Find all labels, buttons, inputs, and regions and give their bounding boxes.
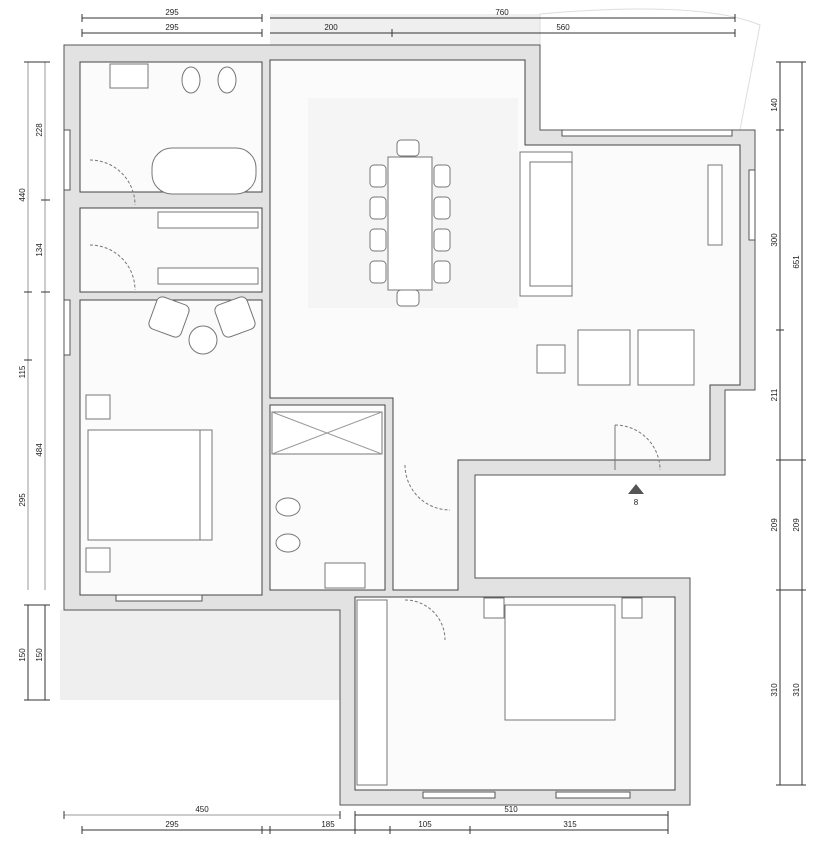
dimension-label: 185: [321, 820, 335, 829]
dimension-label: 211: [770, 388, 779, 401]
dimension-label: 760: [495, 8, 509, 17]
armchair: [214, 296, 256, 338]
dimension-label: 134: [35, 243, 44, 257]
tv-unit: [707, 164, 723, 246]
section-marker-label: 8: [634, 498, 639, 507]
armchair: [637, 329, 695, 386]
dimension-label: 228: [35, 123, 44, 137]
dimension-label: 209: [770, 518, 779, 532]
toilet: [181, 66, 201, 94]
vanity: [157, 211, 259, 229]
armchair: [577, 329, 631, 386]
dimension-label: 310: [792, 683, 801, 697]
dimension-label: 510: [504, 805, 518, 814]
dimension-label: 651: [792, 255, 801, 269]
dimension-label: 150: [35, 648, 44, 662]
nightstand: [621, 597, 643, 619]
nightstand: [483, 597, 505, 619]
dimension-label: 450: [195, 805, 209, 814]
vanity-2: [157, 267, 259, 285]
dimensions-right: 140 300 211 209 310 651 209 310: [770, 61, 806, 786]
furniture: [85, 63, 723, 786]
sink: [109, 63, 149, 89]
dining-table: [387, 156, 433, 291]
doors: [89, 159, 661, 641]
toilet: [275, 497, 301, 517]
dimension-label: 115: [18, 365, 27, 378]
bed-left: [87, 429, 213, 541]
dimension-label: 105: [418, 820, 432, 829]
section-marker: 8: [628, 484, 644, 507]
dimension-label: 440: [18, 188, 27, 202]
bed-bottom: [504, 604, 616, 721]
dimension-label: 315: [563, 820, 577, 829]
dimension-label: 295: [165, 23, 179, 32]
dimension-label: 150: [18, 648, 27, 662]
nightstand: [85, 394, 111, 420]
dimensions-bottom: 450 510 295 185 105 315: [63, 805, 669, 834]
wardrobe: [356, 599, 388, 786]
dimension-label: 484: [35, 443, 44, 457]
windows: [63, 129, 756, 799]
dining-chairs: [369, 139, 451, 307]
dimensions-left: 440 115 295 150 228 134 484 150: [18, 61, 50, 701]
dimension-label: 310: [770, 683, 779, 697]
dimensions-top: 295 760 295 200 560: [81, 8, 736, 37]
dimension-label: 140: [770, 98, 779, 112]
dimension-label: 200: [324, 23, 338, 32]
sink: [324, 562, 366, 589]
dimension-label: 295: [165, 8, 179, 17]
dimension-label: 295: [165, 820, 179, 829]
nightstand: [85, 547, 111, 573]
bidet: [275, 533, 301, 553]
dimension-label: 300: [770, 233, 779, 247]
coffee-table: [536, 344, 566, 374]
side-table: [188, 325, 218, 355]
dimension-label: 295: [18, 493, 27, 507]
triangle-marker-icon: [628, 484, 644, 494]
bidet: [217, 66, 237, 94]
armchair: [148, 296, 190, 338]
dimension-label: 209: [792, 518, 801, 532]
bathtub: [151, 147, 257, 195]
dimension-label: 560: [556, 23, 570, 32]
